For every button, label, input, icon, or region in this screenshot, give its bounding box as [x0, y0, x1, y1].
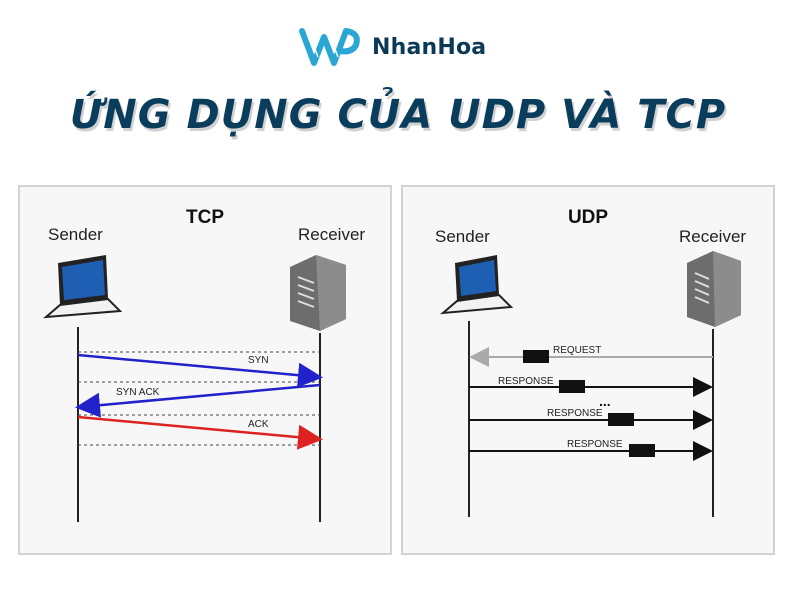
- syn-arrow: [77, 353, 323, 388]
- brand-logo: NhanHoa: [298, 22, 486, 72]
- response-packet-2: [608, 413, 634, 426]
- page-title: ỨNG DỤNG CỦA UDP VÀ TCP: [69, 92, 727, 138]
- server-icon: [290, 255, 346, 331]
- response-packet-1: [559, 380, 585, 393]
- udp-diagram-panel: UDP Sender Receiver: [401, 185, 775, 555]
- response-label-1: RESPONSE: [498, 376, 554, 387]
- tcp-diagram-panel: TCP Sender Receiver: [18, 185, 392, 555]
- udp-receiver-label: Receiver: [679, 227, 747, 246]
- ack-label: ACK: [248, 419, 269, 430]
- ack-arrow: [77, 415, 323, 450]
- request-label: REQUEST: [553, 345, 602, 356]
- response-label-3: RESPONSE: [567, 439, 623, 450]
- laptop-icon: [439, 255, 514, 315]
- nhanhoa-logo-icon: [299, 28, 360, 66]
- tcp-sender-label: Sender: [48, 225, 103, 244]
- udp-sequence-diagram: [439, 251, 741, 517]
- udp-title: UDP: [567, 207, 609, 228]
- udp-sender-label: Sender: [435, 227, 490, 246]
- server-icon: [687, 251, 741, 327]
- syn-ack-label: SYN ACK: [116, 387, 160, 398]
- response-packet-3: [629, 444, 655, 457]
- brand-name: NhanHoa: [372, 34, 487, 60]
- syn-label: SYN: [248, 355, 269, 366]
- tcp-title: TCP: [186, 207, 224, 228]
- response-label-2: RESPONSE: [547, 408, 603, 419]
- syn-ack-arrow: [75, 383, 321, 418]
- ellipsis: ...: [599, 393, 611, 409]
- request-packet: [523, 350, 549, 363]
- tcp-sequence-diagram: [43, 255, 346, 522]
- laptop-icon: [43, 255, 123, 319]
- tcp-receiver-label: Receiver: [298, 225, 366, 244]
